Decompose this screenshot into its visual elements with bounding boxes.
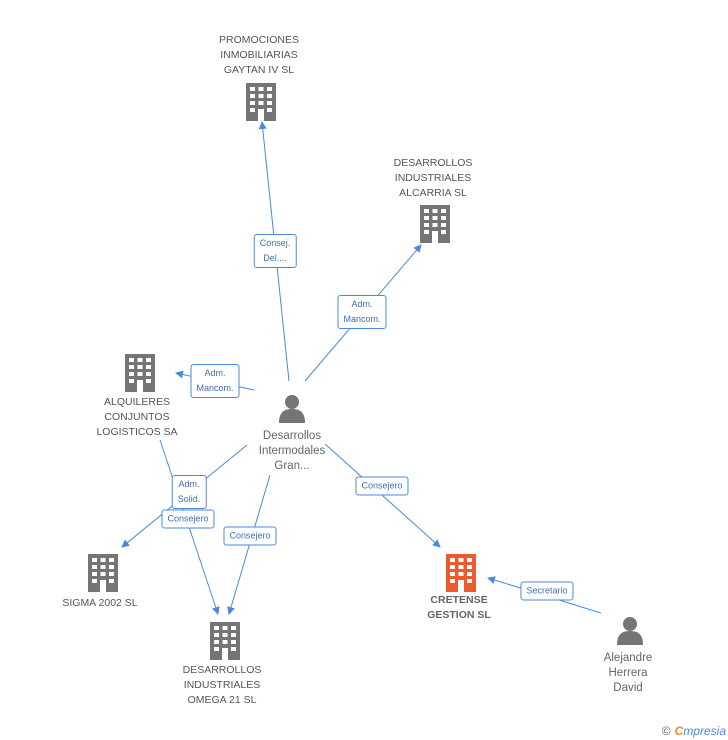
copyright-symbol: © bbox=[661, 724, 671, 738]
desarrollos-person-icon[interactable] bbox=[279, 395, 305, 423]
edge-label-adm-mancom-alcarria: Adm. Mancom. bbox=[337, 295, 387, 329]
cretense-label[interactable]: CRETENSE GESTION SL bbox=[427, 594, 491, 621]
empresia-brand[interactable]: ©Cmpresia bbox=[662, 724, 726, 738]
sigma-building-icon[interactable] bbox=[88, 554, 118, 592]
alejandre-label[interactable]: Alejandre Herrera David bbox=[603, 652, 653, 694]
cretense-building-icon[interactable] bbox=[446, 554, 476, 592]
edge-label-consejero-omega: Consejero bbox=[223, 526, 277, 546]
edge-label-consejero-cretense: Consejero bbox=[355, 476, 409, 496]
alcarria-label[interactable]: DESARROLLOS INDUSTRIALES ALCARRIA SL bbox=[393, 157, 473, 199]
alquileres-label[interactable]: ALQUILERES CONJUNTOS LOGISTICOS SA bbox=[96, 396, 178, 438]
edge-label-secretario: Secretario bbox=[520, 581, 574, 601]
edge-consejero-cretense bbox=[324, 443, 441, 548]
edge-label-adm-solid: Adm. Solid. bbox=[171, 475, 207, 509]
desarrollos-intermodales-label[interactable]: Desarrollos Intermodales Gran... bbox=[258, 430, 326, 472]
promociones-building-icon[interactable] bbox=[246, 83, 276, 121]
brand-initial: C bbox=[674, 724, 684, 738]
edge-label-consej-del: Consej. Del.... bbox=[253, 234, 297, 268]
edge-label-consejero-sigma: Consejero bbox=[161, 509, 215, 529]
alejandre-person-icon[interactable] bbox=[617, 617, 643, 645]
alquileres-building-icon[interactable] bbox=[125, 354, 155, 392]
sigma-label[interactable]: SIGMA 2002 SL bbox=[62, 597, 138, 609]
omega-building-icon[interactable] bbox=[210, 622, 240, 660]
brand-name: mpresia bbox=[683, 724, 726, 738]
omega-label[interactable]: DESARROLLOS INDUSTRIALES OMEGA 21 SL bbox=[182, 664, 262, 706]
alcarria-building-icon[interactable] bbox=[420, 205, 450, 243]
promociones-label[interactable]: PROMOCIONES INMOBILIARIAS GAYTAN IV SL bbox=[219, 34, 299, 76]
edge-label-adm-mancom-alquileres: Adm. Mancom. bbox=[190, 364, 240, 398]
